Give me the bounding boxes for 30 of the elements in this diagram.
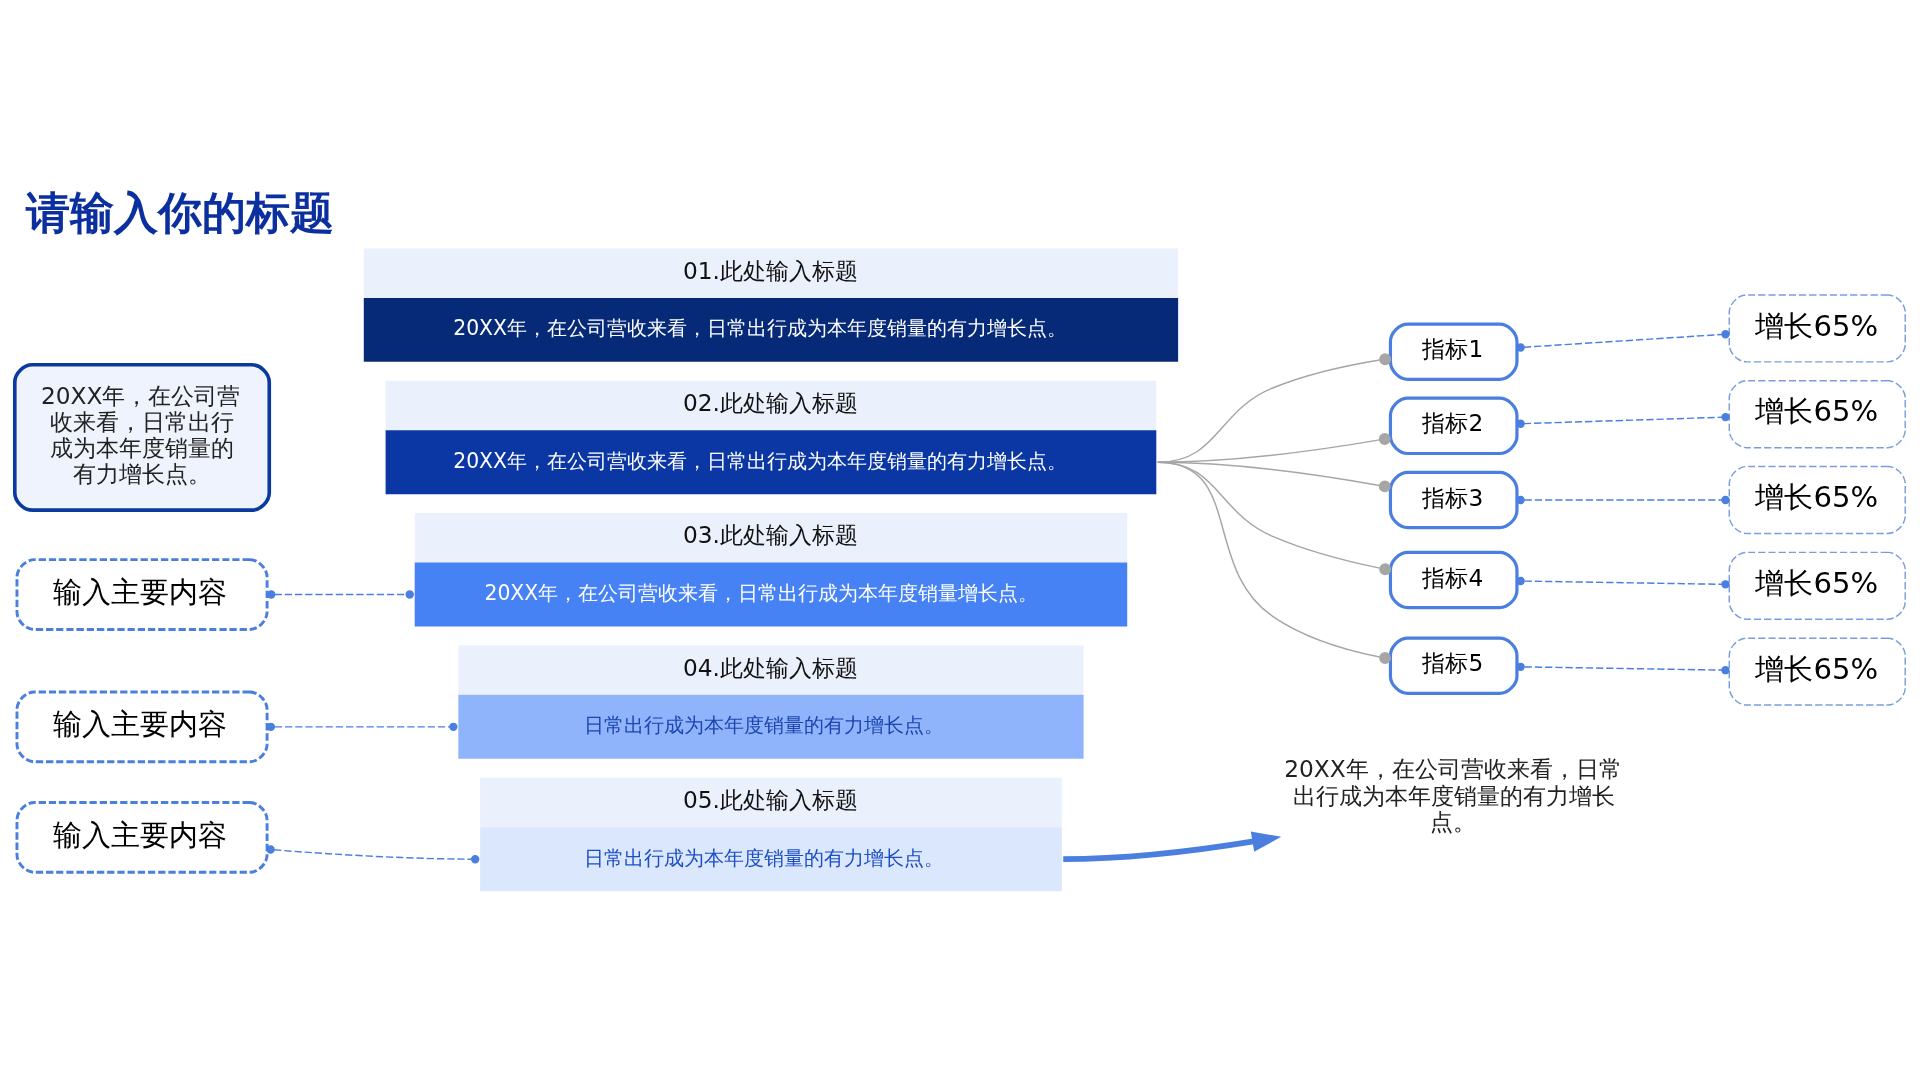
connector <box>1516 576 1730 589</box>
node-box: 增长65% <box>1728 551 1906 620</box>
connector <box>1516 495 1730 505</box>
node-box: 增长65% <box>1728 294 1906 363</box>
connector <box>266 845 480 864</box>
diagram-title: 请输入你的标题 <box>26 188 335 239</box>
node-text: 20XX年，在公司营收来看，日常出行成为本年度销量的有力增长点。 <box>1284 755 1622 835</box>
connector <box>1516 662 1730 675</box>
node-box: 输入主要内容 <box>15 690 269 764</box>
node-box: 输入主要内容 <box>15 558 269 631</box>
node-box: 指标5 <box>1388 636 1519 695</box>
connector <box>1157 461 1391 493</box>
connector <box>1157 461 1391 664</box>
node-box: 指标4 <box>1388 550 1519 610</box>
connector <box>1157 433 1391 463</box>
node-box: 输入主要内容 <box>15 801 269 874</box>
node-box: 指标2 <box>1388 396 1519 456</box>
node-box: 指标3 <box>1388 470 1519 530</box>
node-box: 增长65% <box>1728 637 1906 706</box>
node-box: 增长65% <box>1728 465 1906 535</box>
connector <box>1157 353 1392 463</box>
node-box: 增长65% <box>1728 380 1906 449</box>
connector <box>266 722 458 732</box>
connector <box>1516 330 1730 352</box>
arrow <box>1063 831 1282 863</box>
connector <box>1157 461 1392 576</box>
node-box: 指标1 <box>1388 322 1519 381</box>
node-box: 20XX年，在公司营收来看，日常出行成为本年度销量的有力增长点。 <box>12 362 272 512</box>
connector <box>1516 412 1730 428</box>
connector <box>266 590 414 599</box>
